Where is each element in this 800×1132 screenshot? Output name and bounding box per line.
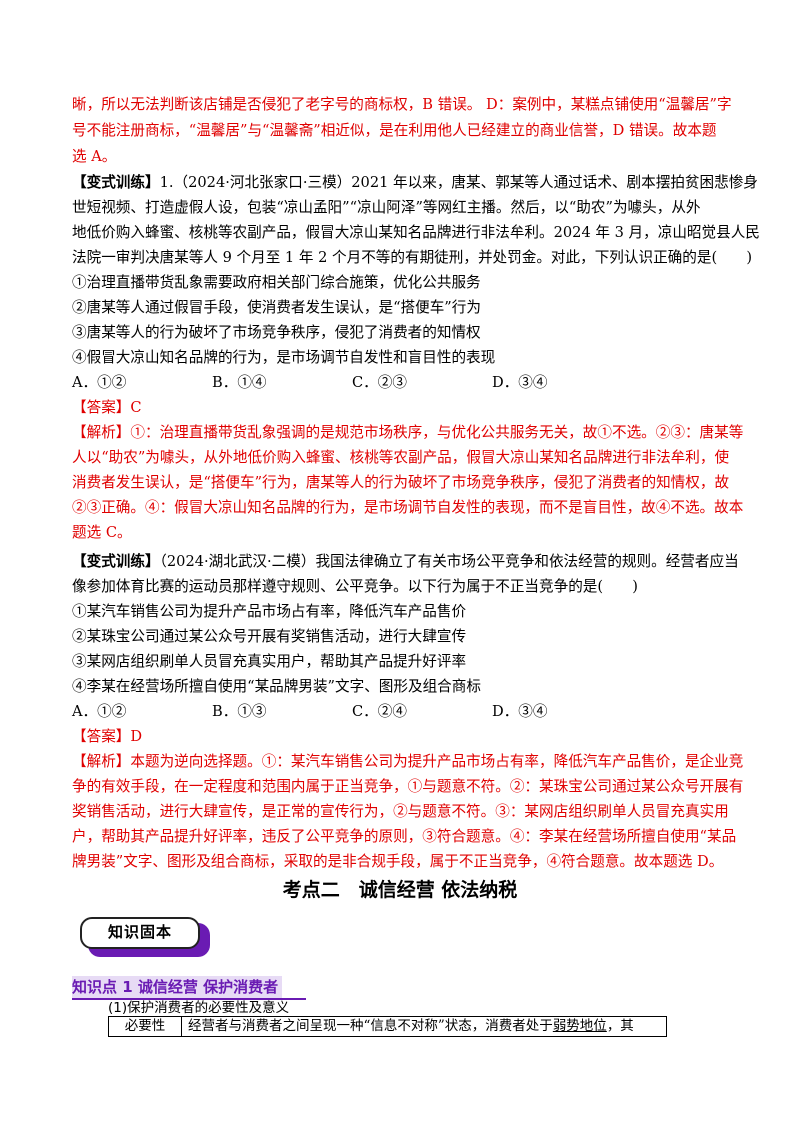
q2-option-d: D．③④ [492, 703, 548, 720]
q1-analysis-line: 题选 C。 [72, 524, 132, 541]
table-key-cell: 必要性 [108, 1016, 182, 1037]
q1-option-b: B．①④ [212, 374, 267, 391]
q1-stem-line: 法院一审判决唐某等人 9 个月至 1 年 2 个月不等的有期徒刑，并处罚金。对此… [72, 249, 753, 266]
underlined-term: 弱势地位 [552, 1018, 607, 1034]
q2-stem-line: 像参加体育比赛的运动员那样遵守规则、公平竞争。以下行为属于不正当竞争的是( ) [72, 578, 638, 595]
title-underline [72, 998, 306, 1000]
q2-analysis-line: 牌男装”文字、图形及组合商标，采取的是非合规手段，属于不正当竞争，④符合题意。故… [72, 853, 724, 870]
q2-option-c: C．②④ [352, 703, 407, 720]
q2-statement: ②某珠宝公司通过某公众号开展有奖销售活动，进行大肆宣传 [72, 628, 467, 645]
q2-answer: 【答案】D [72, 728, 143, 745]
q1-stem-line: 世短视频、打造虚假人设，包装“凉山孟阳”“凉山阿泽”等网红主播。然后，以“助农”… [72, 199, 701, 216]
q1-statement: ④假冒大凉山知名品牌的行为，是市场调节自发性和盲目性的表现 [72, 349, 496, 366]
q2-tag: 【变式训练】 [72, 553, 160, 570]
q1-option-a: A．①② [72, 374, 127, 391]
q2-option-a: A．①② [72, 703, 127, 720]
intro-line: 晰，所以无法判断该店铺是否侵犯了老字号的商标权，B 错误。 D：案例中，某糕点铺… [72, 96, 732, 113]
knowledge-point-title: 知识点 1 诚信经营 保护消费者 [72, 976, 283, 998]
q1-option-c: C．②③ [352, 374, 407, 391]
q2-stem-line: 【变式训练】（2024·湖北武汉·二模）我国法律确立了有关市场公平竞争和依法经营… [72, 553, 739, 570]
subheading: (1)保护消费者的必要性及意义 [108, 1000, 290, 1016]
q1-stem-line: 【变式训练】1.（2024·河北张家口·三模）2021 年以来，唐某、郭某等人通… [72, 174, 758, 191]
intro-line: 号不能注册商标，“温馨居”与“温馨斋”相近似，是在利用他人已经建立的商业信誉，D… [72, 122, 717, 139]
q2-statement: ③某网店组织刷单人员冒充真实用户，帮助其产品提升好评率 [72, 653, 467, 670]
q1-tag: 【变式训练】 [72, 174, 160, 191]
badge-label: 知识固本 [80, 917, 200, 949]
q1-statement: ③唐某等人的行为破坏了市场竞争秩序，侵犯了消费者的知情权 [72, 324, 481, 341]
q2-statement: ①某汽车销售公司为提升产品市场占有率，降低汽车产品售价 [72, 603, 467, 620]
q2-analysis-line: 户，帮助其产品提升好评率，违反了公平竞争的原则，③符合题意。④：李某在经营场所擅… [72, 828, 737, 845]
q1-statement: ②唐某等人通过假冒手段，使消费者发生误认，是“搭便车”行为 [72, 299, 481, 316]
q1-answer: 【答案】C [72, 399, 142, 416]
knowledge-badge: 知识固本 [80, 917, 210, 957]
section-heading: 考点二 诚信经营 依法纳税 [282, 879, 518, 901]
q1-analysis-line: 人以“助农”为噱头，从外地低价购入蜂蜜、核桃等农副产品，假冒大凉山某知名品牌进行… [72, 449, 730, 466]
definition-table: 必要性 经营者与消费者之间呈现一种“信息不对称”状态，消费者处于弱势地位，其 [108, 1016, 667, 1037]
table-row: 必要性 经营者与消费者之间呈现一种“信息不对称”状态，消费者处于弱势地位，其 [108, 1016, 667, 1037]
q2-statement: ④李某在经营场所擅自使用“某品牌男装”文字、图形及组合商标 [72, 678, 481, 695]
q1-option-d: D．③④ [492, 374, 548, 391]
q1-analysis-line: 【解析】①：治理直播带货乱象强调的是规范市场秩序，与优化公共服务无关，故①不选。… [72, 424, 744, 441]
q2-analysis-line: 争的有效手段，在一定程度和范围内属于正当竞争，①与题意不符。②：某珠宝公司通过某… [72, 778, 744, 795]
q1-stem-line: 地低价购入蜂蜜、核桃等农副产品，假冒大凉山某知名品牌进行非法牟利。2024 年 … [72, 224, 760, 241]
q1-analysis-line: ②③正确。④：假冒大凉山知名品牌的行为，是市场调节自发性的表现，而不是盲目性，故… [72, 499, 744, 516]
q2-option-b: B．①③ [212, 703, 267, 720]
intro-line: 选 A。 [72, 148, 117, 165]
q1-analysis-line: 消费者发生误认，是“搭便车”行为，唐某等人的行为破坏了市场竞争秩序，侵犯了消费者… [72, 474, 730, 491]
q2-analysis-line: 【解析】本题为逆向选择题。①：某汽车销售公司为提升产品市场占有率，降低汽车产品售… [72, 753, 744, 770]
q1-statement: ①治理直播带货乱象需要政府相关部门综合施策，优化公共服务 [72, 274, 481, 291]
q2-analysis-line: 奖销售活动，进行大肆宣传，是正常的宣传行为，②与题意不符。③：某网店组织刷单人员… [72, 803, 729, 820]
table-value-cell: 经营者与消费者之间呈现一种“信息不对称”状态，消费者处于弱势地位，其 [181, 1016, 667, 1037]
